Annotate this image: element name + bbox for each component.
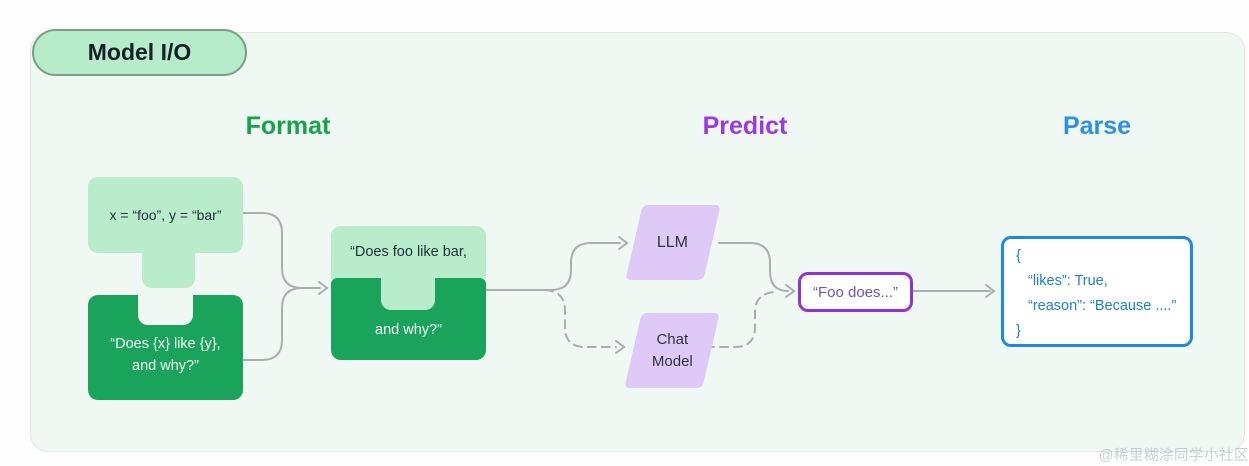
llm-label: LLM bbox=[657, 233, 689, 251]
model-io-badge: Model I/O bbox=[32, 29, 247, 76]
variables-puzzle-tab bbox=[142, 252, 195, 288]
model-io-badge-label: Model I/O bbox=[87, 39, 192, 65]
json-line-reason: “reason”: “Because ....” bbox=[1028, 298, 1177, 314]
variables-text: x = “foo”, y = “bar” bbox=[109, 207, 222, 223]
json-line-likes: “likes”: True, bbox=[1028, 273, 1108, 289]
model-output-text: “Foo does...” bbox=[812, 283, 899, 301]
chat-model-label-line2: Model bbox=[651, 352, 693, 370]
column-header-format: Format bbox=[245, 112, 331, 140]
model-output-box: “Foo does...” bbox=[798, 272, 913, 312]
template-text-line1: “Does {x} like {y}, bbox=[110, 336, 221, 352]
json-line-open-brace: { bbox=[1016, 248, 1021, 264]
watermark: @稀里糊涂同学小社区 bbox=[1098, 448, 1249, 464]
combined-text-line1: “Does foo like bar, bbox=[350, 244, 467, 260]
column-header-predict: Predict bbox=[702, 112, 788, 140]
template-puzzle-piece: “Does {x} like {y}, and why?” bbox=[88, 295, 243, 400]
column-header-parse: Parse bbox=[1062, 112, 1132, 140]
json-line-close-brace: } bbox=[1016, 323, 1021, 339]
template-text-line2: and why?” bbox=[132, 358, 199, 374]
combined-puzzle-tab bbox=[381, 278, 435, 310]
chat-model-label-line1: Chat bbox=[656, 330, 688, 348]
variables-puzzle-piece: x = “foo”, y = “bar” bbox=[88, 177, 243, 253]
template-puzzle-notch bbox=[138, 295, 193, 325]
parsed-json-box: { “likes”: True, “reason”: “Because ....… bbox=[1001, 236, 1193, 347]
combined-text-line2: and why?” bbox=[375, 322, 442, 338]
combined-prompt-piece: “Does foo like bar, and why?” bbox=[331, 226, 486, 360]
